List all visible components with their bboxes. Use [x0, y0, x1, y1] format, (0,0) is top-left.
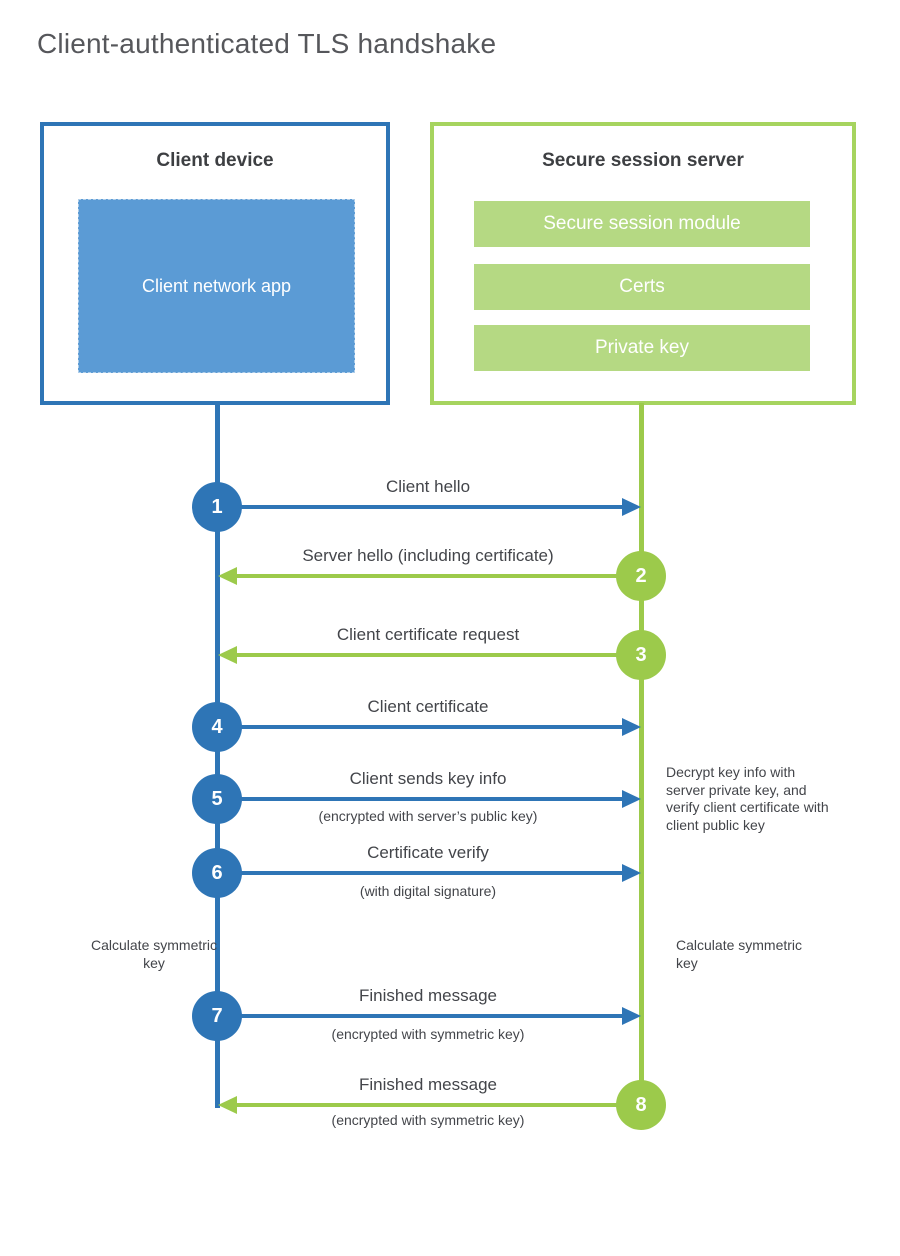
arrow-shaft	[232, 505, 624, 509]
arrow-right-icon	[622, 718, 641, 736]
message-label: Server hello (including certificate)	[302, 546, 554, 565]
page-title: Client-authenticated TLS handshake	[37, 28, 497, 59]
step-8-badge: 8	[616, 1080, 666, 1130]
secure-session-server-title: Secure session server	[542, 150, 744, 171]
message-sublabel: (with digital signature)	[359, 883, 497, 899]
client-network-app-box: Client network app	[78, 199, 355, 373]
arrow-shaft	[236, 1103, 618, 1107]
arrow-right-icon	[622, 790, 641, 808]
message-label: Client certificate	[367, 697, 489, 716]
arrow-shaft	[232, 871, 624, 875]
message-label: Finished message	[359, 1075, 497, 1094]
arrow-left-icon	[218, 646, 237, 664]
step-5-badge: 5	[192, 774, 242, 824]
arrow-right-icon	[622, 864, 641, 882]
step-3-badge: 3	[616, 630, 666, 680]
server-module-private-key: Private key	[474, 325, 810, 371]
server-lifeline	[639, 403, 644, 1128]
client-network-app-label: Client network app	[141, 275, 292, 296]
arrow-left-icon	[218, 567, 237, 585]
step-7-badge: 7	[192, 991, 242, 1041]
client-lifeline	[215, 403, 220, 1108]
arrow-shaft	[232, 797, 624, 801]
step-4-badge: 4	[192, 702, 242, 752]
arrow-shaft	[236, 653, 618, 657]
message-label: Client sends key info	[349, 769, 507, 788]
arrow-shaft	[232, 725, 624, 729]
note-decrypt-key-info: Decrypt key info with server private key…	[666, 764, 829, 833]
server-module-certs: Certs	[474, 264, 810, 310]
server-module-secure-session: Secure session module	[474, 201, 810, 247]
step-6-badge: 6	[192, 848, 242, 898]
message-label: Certificate verify	[367, 843, 489, 862]
arrow-right-icon	[622, 1007, 641, 1025]
arrow-right-icon	[622, 498, 641, 516]
message-sublabel: (encrypted with symmetric key)	[331, 1112, 525, 1128]
note-calculate-symmetric-key-client: Calculate symmetric key	[90, 937, 218, 971]
message-sublabel: (encrypted with server’s public key)	[318, 808, 538, 824]
message-label: Client certificate request	[336, 625, 520, 644]
arrow-left-icon	[218, 1096, 237, 1114]
arrow-shaft	[232, 1014, 624, 1018]
message-sublabel: (encrypted with symmetric key)	[331, 1026, 525, 1042]
note-calculate-symmetric-key-server: Calculate symmetric key	[676, 937, 803, 971]
client-device-title: Client device	[156, 150, 274, 171]
step-1-badge: 1	[192, 482, 242, 532]
step-2-badge: 2	[616, 551, 666, 601]
message-label: Finished message	[359, 986, 497, 1005]
message-label: Client hello	[385, 477, 471, 496]
arrow-shaft	[236, 574, 618, 578]
